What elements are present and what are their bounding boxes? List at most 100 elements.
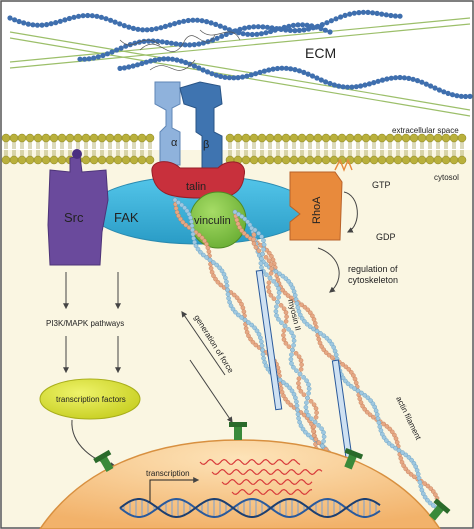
actin-bead	[425, 483, 431, 489]
ecm-bead	[219, 33, 225, 39]
ecm-bead	[80, 13, 86, 19]
lipid-head	[65, 133, 75, 143]
actin-bead	[241, 309, 247, 315]
actin-bead	[259, 265, 264, 270]
lipid-head	[297, 155, 307, 165]
ecm-bead	[328, 18, 334, 24]
regulation-label-line2: cytoskeleton	[348, 275, 398, 285]
actin-bead	[282, 323, 288, 329]
actin-bead	[283, 340, 289, 346]
actin-bead	[260, 251, 265, 257]
ecm-bead	[71, 14, 77, 20]
actin-bead	[284, 314, 289, 320]
ecm-bead	[383, 12, 389, 18]
lipid-head	[313, 133, 323, 143]
ecm-bead	[165, 56, 171, 62]
actin-bead	[428, 486, 434, 491]
ecm-bead	[327, 80, 333, 87]
actin-bead	[303, 429, 308, 435]
actin-bead	[281, 306, 287, 312]
lipid-head	[97, 133, 107, 143]
ecm-bead	[89, 13, 95, 19]
actin-bead	[313, 406, 319, 411]
actin-bead	[365, 395, 371, 401]
actin-bead	[415, 471, 421, 477]
lipid-head	[137, 133, 147, 143]
actin-bead	[173, 205, 179, 211]
actin-bead	[321, 333, 327, 339]
ecm-bead	[248, 72, 254, 78]
actin-bead	[296, 376, 302, 382]
actin-bead	[276, 316, 281, 322]
ecm-bead	[278, 26, 284, 32]
lipid-head	[57, 155, 67, 165]
actin-bead	[307, 324, 313, 330]
ecm-bead	[237, 26, 243, 32]
ecm-bead	[199, 18, 205, 24]
lipid-head	[433, 133, 443, 143]
talin-protein	[151, 161, 245, 199]
lipid-head	[265, 155, 275, 165]
actin-bead	[370, 414, 376, 420]
ecm-bead	[82, 56, 88, 62]
ecm-bead	[324, 20, 330, 26]
ecm-bead	[301, 27, 307, 33]
actin-bead	[304, 321, 310, 327]
actin-bead	[319, 344, 324, 349]
lipid-head	[129, 133, 139, 143]
ecm-bead	[76, 13, 82, 19]
actin-bead	[393, 436, 399, 441]
actin-bead	[245, 219, 250, 225]
ecm-bead	[149, 26, 155, 33]
actin-bead	[430, 503, 436, 508]
ecm-bead	[158, 25, 164, 31]
ecm-bead	[336, 83, 342, 89]
ecm-bead	[118, 45, 124, 51]
actin-bead	[291, 289, 297, 294]
lipid-head	[25, 155, 35, 165]
ecm-bead	[309, 73, 316, 79]
ecm-bead	[242, 25, 248, 31]
mrna-strand	[231, 488, 313, 496]
lipid-head	[361, 133, 371, 143]
ecm-bead	[16, 18, 22, 25]
actin-bead	[237, 298, 242, 304]
ecm-bead	[287, 27, 293, 33]
ecm-bead	[167, 22, 173, 28]
actin-bead	[237, 224, 242, 230]
actin-bead	[273, 308, 279, 314]
ecm-bead	[349, 84, 355, 90]
ecm-bead	[117, 21, 123, 27]
lipid-head	[249, 133, 259, 143]
gtp-gdp-arrow	[343, 191, 358, 233]
ecm-thin-strands	[119, 29, 241, 71]
actin-bead	[274, 313, 279, 318]
actin-bead	[281, 337, 287, 342]
ecm-bead	[283, 27, 289, 33]
actin-bead	[236, 211, 241, 217]
actin-bead	[280, 273, 286, 279]
actin-bead	[266, 280, 272, 286]
ecm-bead	[153, 26, 159, 32]
actin-bead	[305, 307, 311, 313]
ecm-bead	[174, 57, 180, 63]
lipid-head	[89, 155, 99, 165]
ecm-bead	[85, 12, 91, 19]
lipid-head	[129, 155, 139, 165]
ecm-bead	[130, 63, 136, 69]
talin-label: talin	[186, 181, 206, 193]
ecm-bead	[263, 30, 269, 36]
actin-bead	[291, 364, 296, 370]
actin-bead	[279, 320, 284, 326]
actin-bead	[316, 440, 322, 446]
actin-bead	[281, 380, 286, 385]
src-protein	[47, 155, 109, 266]
actin-bead	[293, 395, 298, 401]
actin-bead	[246, 333, 251, 339]
actin-bead	[217, 265, 222, 271]
actin-bead	[239, 214, 245, 219]
ecm-bead	[314, 75, 320, 81]
ecm-bead	[301, 69, 307, 75]
lipid-head	[385, 133, 395, 143]
